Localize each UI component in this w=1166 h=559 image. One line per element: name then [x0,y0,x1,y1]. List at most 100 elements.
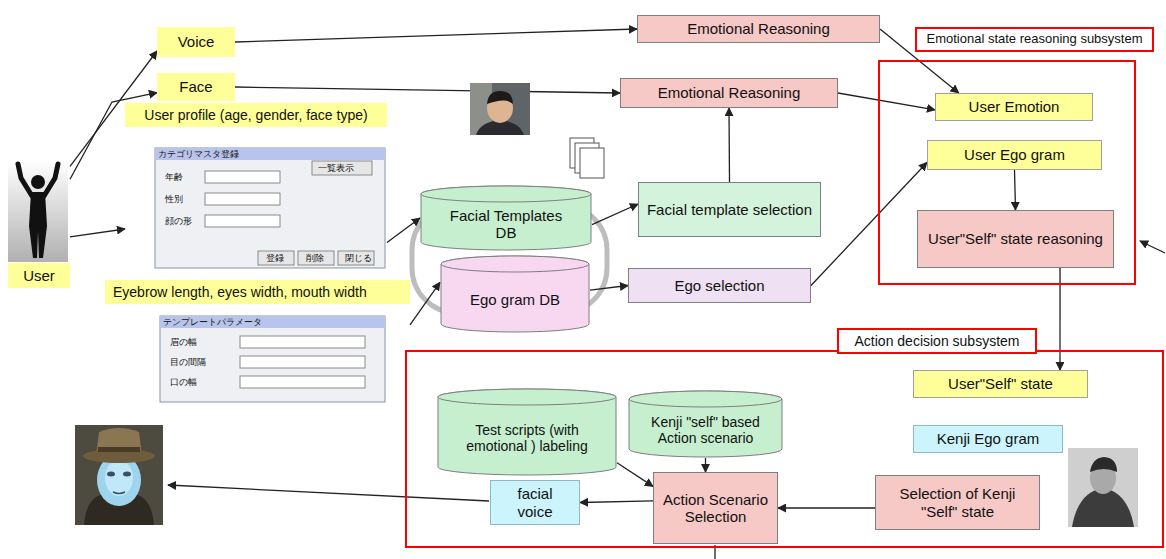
node-text: Emotional Reasoning [687,20,830,37]
node-text: Eyebrow length, eyes width, mouth width [105,280,410,304]
template-form [160,316,385,402]
node-text: Face [179,78,212,95]
robot-head-picture [113,492,125,494]
profile-form [155,148,385,268]
node-text: User"Self" state [948,375,1053,392]
face-photo [470,83,530,135]
node-text: Voice [178,33,215,50]
template-form [240,376,365,388]
cylinder-outline [441,256,589,272]
process-box: User Ego gram [927,140,1102,170]
database-cylinder: Ego gram DB [440,255,590,333]
cylinder-outline [438,389,616,405]
process-box: Emotional Reasoning [637,15,880,43]
node-text: Facial template selection [647,201,812,218]
profile-form [155,148,385,160]
process-box: Face [157,73,235,101]
connector-arrow [235,87,620,93]
kenji-photo [1068,448,1138,527]
input-panel: Eyebrow length, eyes width, mouth width [105,280,410,408]
form-label: 削除 [306,252,324,264]
subsystem-group: User"Self" stateTest scripts (with emoti… [405,350,1164,548]
cylinder-outline [629,391,782,407]
connector-arrow [235,29,637,42]
node-text: Ego selection [674,277,764,294]
template-form [160,316,385,402]
connector-arrow [410,282,440,325]
node-text: User profile (age, gender, face type) [125,103,387,127]
template-form [160,316,385,328]
profile-form [312,161,372,175]
user-silhouette [44,164,58,196]
connector-arrow [778,507,875,508]
connector-arrow [811,163,927,286]
cylinder-outline [438,389,616,475]
robot-head-picture [75,425,163,525]
connector-arrow [728,108,730,182]
template-form [240,356,365,368]
cylinder-outline [421,186,591,250]
process-box: Kenji Ego gram [913,425,1063,453]
process-box: Facial template selection [638,182,821,237]
process-box: facial voice [490,480,580,525]
database-cylinder: Test scripts (with emotional ) labeling [437,388,617,476]
profile-form [205,171,280,183]
node-text: facial voice [505,485,565,520]
process-box: User Emotion [935,93,1093,121]
user-silhouette [18,164,32,196]
form-label: 顔の形 [165,215,192,227]
face-photo [470,83,530,135]
layout-arrow [1140,241,1165,253]
node-text: User [8,263,70,288]
node-text: Kenji "self" based Action scenario [638,414,773,446]
user-silhouette [8,160,68,262]
profile-form [258,251,294,265]
node-text: User Emotion [969,98,1060,115]
node-text: Action Scenario Selection [660,491,771,526]
template-stack-icon [580,148,604,178]
node-text: User"Self" state reasoning [928,230,1103,247]
process-box: Emotional Reasoning [620,78,838,108]
form-label: テンプレートパラメータ [163,316,262,328]
process-box: Voice [157,27,235,57]
template-form [240,336,365,348]
connector-arrow [838,93,935,110]
profile-form [205,193,280,205]
robot-head-picture [98,447,140,452]
node-text: Facial Templates DB [446,207,566,242]
connector-arrow [617,463,653,487]
cylinder-outline [441,256,589,332]
robot-head-picture [75,425,163,525]
robot-head-picture [96,428,142,456]
connector-arrow [705,458,706,472]
profile-form [338,251,374,265]
cylinder-outline [421,186,591,202]
node-text: Emotional Reasoning [658,84,801,101]
connector-arrow [1015,170,1016,210]
kenji-photo [1068,448,1138,527]
face-photo [487,91,513,104]
input-panel: User profile (age, gender, face type) [125,103,387,271]
connector-arrow [387,218,420,242]
connector-group [70,29,1060,508]
profile-form [298,251,334,265]
connector-arrow [70,229,125,237]
database-cylinder: Kenji "self" based Action scenario [628,390,783,458]
process-box: User"Self" state [913,370,1088,398]
group-heading: Action decision subsystem [837,328,1037,354]
process-box: Selection of Kenji "Self" state [875,475,1040,530]
form-label: カテゴリマスタ登録 [158,148,239,160]
profile-form [205,215,280,227]
database-cylinder: Facial Templates DB [420,185,592,251]
cylinder-outline [629,391,782,457]
form-label: 閉じる [345,252,372,264]
process-box: Ego selection [628,268,811,303]
form-label: 性別 [165,193,183,205]
robot-head-picture [107,472,115,477]
user-figure: User [8,160,70,288]
subsystem-group: User EmotionUser Ego gramUser"Self" stat… [878,60,1136,285]
process-box: User"Self" state reasoning [917,210,1114,268]
profile-form [155,148,385,268]
connector-arrow [590,286,628,291]
connector-arrow [592,204,638,225]
